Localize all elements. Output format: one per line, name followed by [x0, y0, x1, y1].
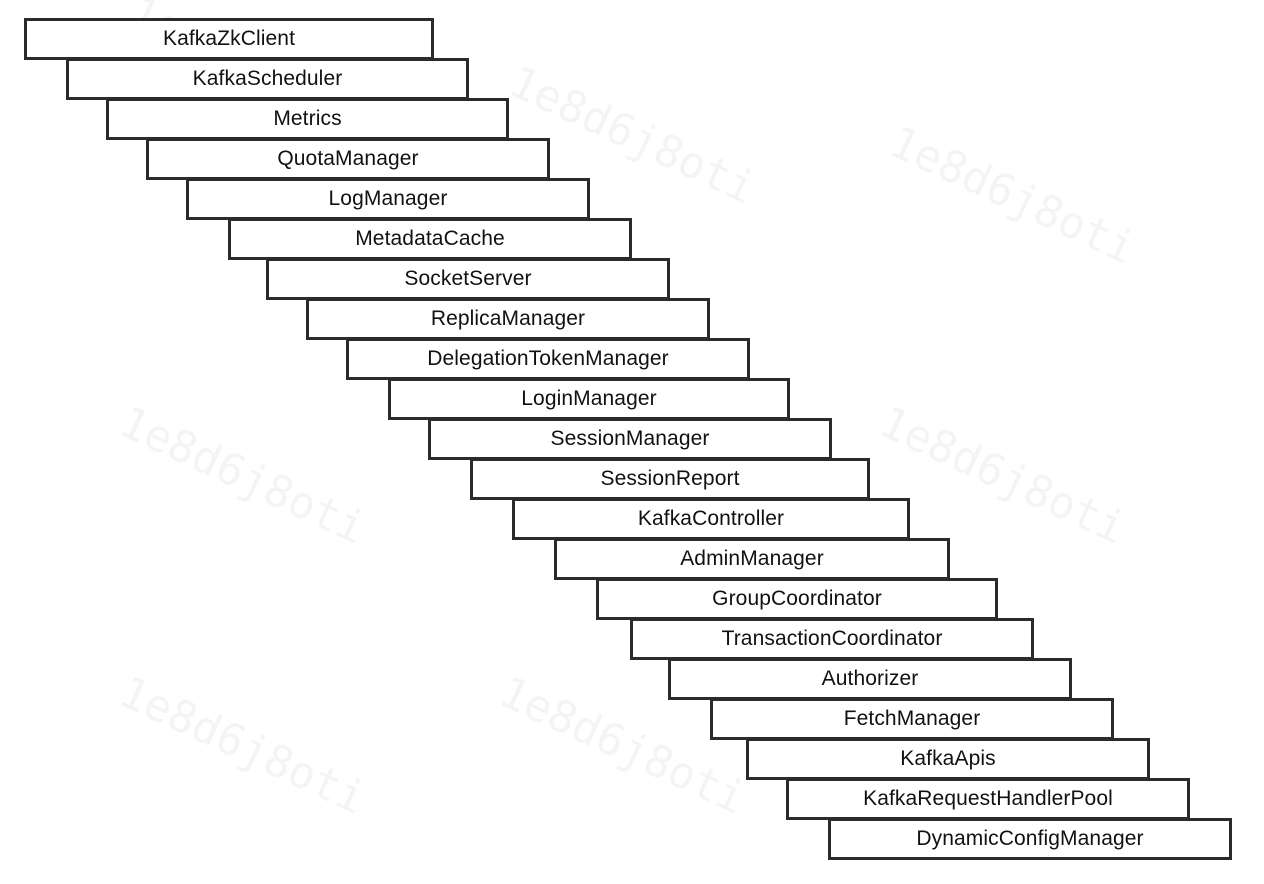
component-box: SessionManager: [428, 418, 832, 460]
component-box: DynamicConfigManager: [828, 818, 1232, 860]
component-box: AdminManager: [554, 538, 950, 580]
component-box: KafkaRequestHandlerPool: [786, 778, 1190, 820]
component-box: GroupCoordinator: [596, 578, 998, 620]
watermark: 1e8d6j8oti: [882, 116, 1144, 274]
component-box: LoginManager: [388, 378, 790, 420]
component-box: LogManager: [186, 178, 590, 220]
component-box: KafkaController: [512, 498, 910, 540]
component-box: MetadataCache: [228, 218, 632, 260]
watermark: 1e8d6j8oti: [112, 666, 374, 824]
component-box: KafkaScheduler: [66, 58, 469, 100]
watermark: 1e8d6j8oti: [112, 396, 374, 554]
component-box: QuotaManager: [146, 138, 550, 180]
component-box: KafkaZkClient: [24, 18, 434, 60]
watermark: 1e8d6j8oti: [872, 396, 1134, 554]
component-box: KafkaApis: [746, 738, 1150, 780]
component-box: DelegationTokenManager: [346, 338, 750, 380]
component-box: SessionReport: [470, 458, 870, 500]
component-box: SocketServer: [266, 258, 670, 300]
component-box: ReplicaManager: [306, 298, 710, 340]
component-box: FetchManager: [710, 698, 1114, 740]
component-box: Authorizer: [668, 658, 1072, 700]
component-box: Metrics: [106, 98, 509, 140]
component-box: TransactionCoordinator: [630, 618, 1034, 660]
